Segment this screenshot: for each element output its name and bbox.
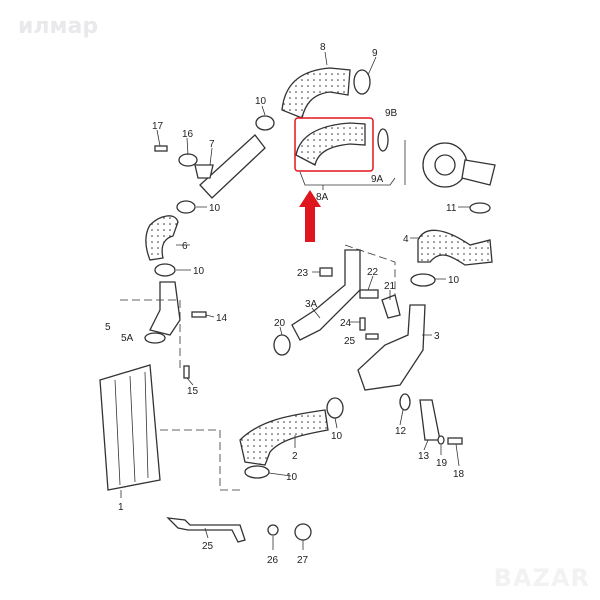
clip-23 — [319, 267, 333, 277]
bolt-17 — [154, 145, 168, 152]
pipe-7 — [199, 134, 266, 199]
washer-19 — [437, 435, 445, 445]
label: 12 — [395, 426, 407, 437]
label: 24 — [340, 318, 352, 329]
bracket-22 — [359, 289, 379, 299]
label: 10 — [286, 472, 298, 483]
clamp-10-bottom — [244, 465, 270, 479]
clamp-9 — [353, 69, 371, 95]
bolt-14 — [191, 311, 207, 318]
label: 8 — [320, 42, 326, 53]
cap-27 — [294, 523, 312, 541]
label: 20 — [274, 318, 286, 329]
label: 10 — [448, 275, 460, 286]
clamp-11 — [469, 202, 491, 214]
seal-12 — [399, 393, 411, 411]
gasket-5a — [144, 332, 166, 344]
label: 25 — [344, 336, 356, 347]
clamp-20 — [273, 334, 291, 356]
pipe-3a — [291, 249, 361, 341]
bolt-25 — [365, 333, 379, 340]
label: 3A — [305, 299, 318, 310]
bracket-13 — [419, 399, 441, 441]
nut-26 — [267, 524, 279, 536]
label: 9A — [371, 174, 384, 185]
label: 27 — [297, 555, 309, 566]
clamp-10-top — [255, 115, 275, 131]
pipe-7-branch — [194, 164, 214, 179]
o-ring-9a — [377, 128, 389, 152]
label: 21 — [384, 281, 396, 292]
label: 19 — [436, 458, 448, 469]
hose-8 — [281, 67, 351, 119]
label: 22 — [367, 267, 379, 278]
bracket-25 — [166, 517, 246, 543]
bolt-15 — [183, 365, 190, 379]
watermark-bazar: BAZAR — [493, 564, 590, 592]
label: 8A — [316, 192, 329, 203]
label: 16 — [182, 129, 194, 140]
label: 15 — [187, 386, 199, 397]
bolt-24 — [359, 317, 366, 331]
intercooler-1 — [99, 364, 161, 491]
bracket-8a — [299, 140, 406, 190]
callout-labels: 8 9 10 9B 17 16 7 8A 9A 10 11 6 10 4 23 … — [105, 42, 465, 566]
label: 11 — [446, 203, 457, 214]
pipe-5 — [149, 281, 181, 336]
clamp-10-lower — [154, 263, 176, 277]
label: 2 — [292, 451, 298, 462]
label: 13 — [418, 451, 430, 462]
dashed-lines — [120, 244, 396, 491]
flange-16 — [178, 153, 198, 167]
label: 7 — [209, 139, 215, 150]
label: 5 — [105, 322, 111, 333]
label: 10 — [193, 266, 205, 277]
bracket-21 — [381, 294, 401, 319]
label: 10 — [209, 203, 221, 214]
label: 5A — [121, 333, 134, 344]
label: 17 — [152, 121, 164, 132]
pipe-3 — [357, 304, 426, 391]
label: 6 — [182, 241, 188, 252]
red-arrow-icon — [299, 190, 321, 242]
clamp-10-right — [410, 273, 436, 287]
hose-8a — [295, 122, 366, 166]
label: 1 — [118, 502, 124, 513]
label: 25 — [202, 541, 214, 552]
hose-6 — [145, 215, 179, 261]
watermark-ilmar: илмар — [18, 14, 99, 39]
label: 9B — [385, 108, 398, 119]
label: 26 — [267, 555, 279, 566]
label: 3 — [434, 331, 440, 342]
label: 10 — [331, 431, 343, 442]
hose-2 — [239, 409, 329, 466]
highlight-box — [294, 117, 374, 172]
label: 10 — [255, 96, 267, 107]
clamp-10 — [176, 200, 196, 214]
clamp-10-mid — [326, 397, 344, 419]
label: 23 — [297, 268, 309, 279]
bolt-18 — [447, 437, 463, 445]
label: 18 — [453, 469, 465, 480]
label: 14 — [216, 313, 228, 324]
label: 4 — [403, 234, 409, 245]
hose-4 — [417, 229, 493, 266]
label: 9 — [372, 48, 378, 59]
